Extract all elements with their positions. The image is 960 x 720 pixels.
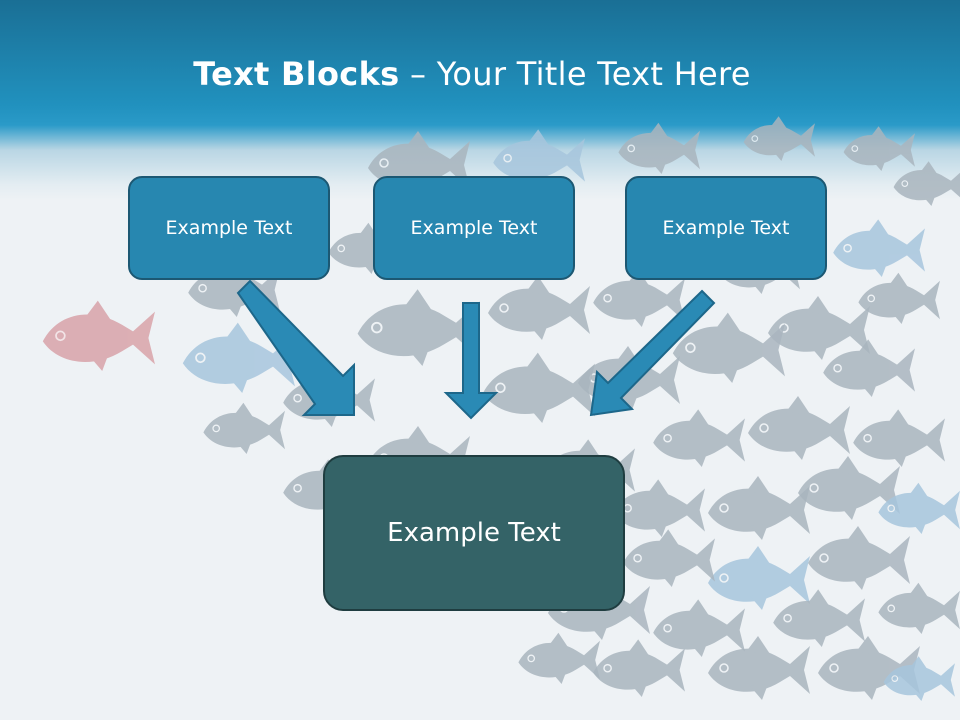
fish-4	[743, 116, 815, 161]
fish-27	[708, 476, 810, 540]
fish-6	[893, 161, 960, 206]
text-block-1-label: Example Text	[165, 217, 293, 239]
fish-40	[518, 632, 600, 684]
fish-10	[672, 312, 785, 383]
page-title: Text Blocks – Your Title Text Here	[0, 52, 944, 96]
fish-35	[773, 589, 865, 647]
fish-45	[328, 222, 410, 274]
fish-5	[843, 126, 915, 171]
fish-20	[203, 402, 285, 454]
arrow-left	[236, 279, 355, 416]
fish-1	[368, 131, 470, 195]
title-separator: –	[399, 55, 437, 93]
fish-32	[623, 529, 715, 587]
red-leader-fish	[42, 300, 155, 371]
fish-18	[182, 322, 295, 393]
text-block-2-label: Example Text	[410, 217, 538, 239]
fish-34	[653, 599, 745, 657]
fish-23	[853, 409, 945, 467]
fish-14	[488, 276, 590, 340]
fish-39	[593, 639, 685, 697]
title-bold: Text Blocks	[193, 55, 400, 93]
fish-8	[858, 272, 940, 324]
fish-37	[818, 636, 920, 700]
fish-12	[482, 352, 595, 423]
fish-17	[188, 259, 280, 317]
fish-31	[708, 546, 810, 610]
fish-22	[748, 396, 850, 460]
fish-42	[283, 459, 375, 517]
target-block[interactable]: Example Text	[323, 455, 625, 611]
fish-19	[283, 369, 375, 427]
fish-9	[768, 296, 870, 360]
fish-29	[878, 482, 960, 534]
fish-38	[708, 636, 810, 700]
arrow-right	[589, 289, 716, 417]
fish-2	[493, 129, 585, 187]
fish-3	[618, 122, 700, 174]
title-rest: Your Title Text Here	[436, 55, 751, 93]
text-block-3-label: Example Text	[662, 217, 790, 239]
fish-26	[798, 456, 900, 520]
target-block-label: Example Text	[387, 518, 561, 548]
fish-13	[357, 289, 480, 366]
text-block-3[interactable]: Example Text	[625, 176, 827, 280]
fish-36	[878, 582, 960, 634]
fish-15	[593, 269, 685, 327]
fish-41	[883, 656, 955, 701]
fish-30	[808, 526, 910, 590]
header-band	[0, 0, 960, 200]
fish-24	[823, 339, 915, 397]
fish-7	[833, 219, 925, 277]
text-block-2[interactable]: Example Text	[373, 176, 575, 280]
fish-25	[653, 409, 745, 467]
arrow-center	[443, 302, 499, 420]
text-block-1[interactable]: Example Text	[128, 176, 330, 280]
